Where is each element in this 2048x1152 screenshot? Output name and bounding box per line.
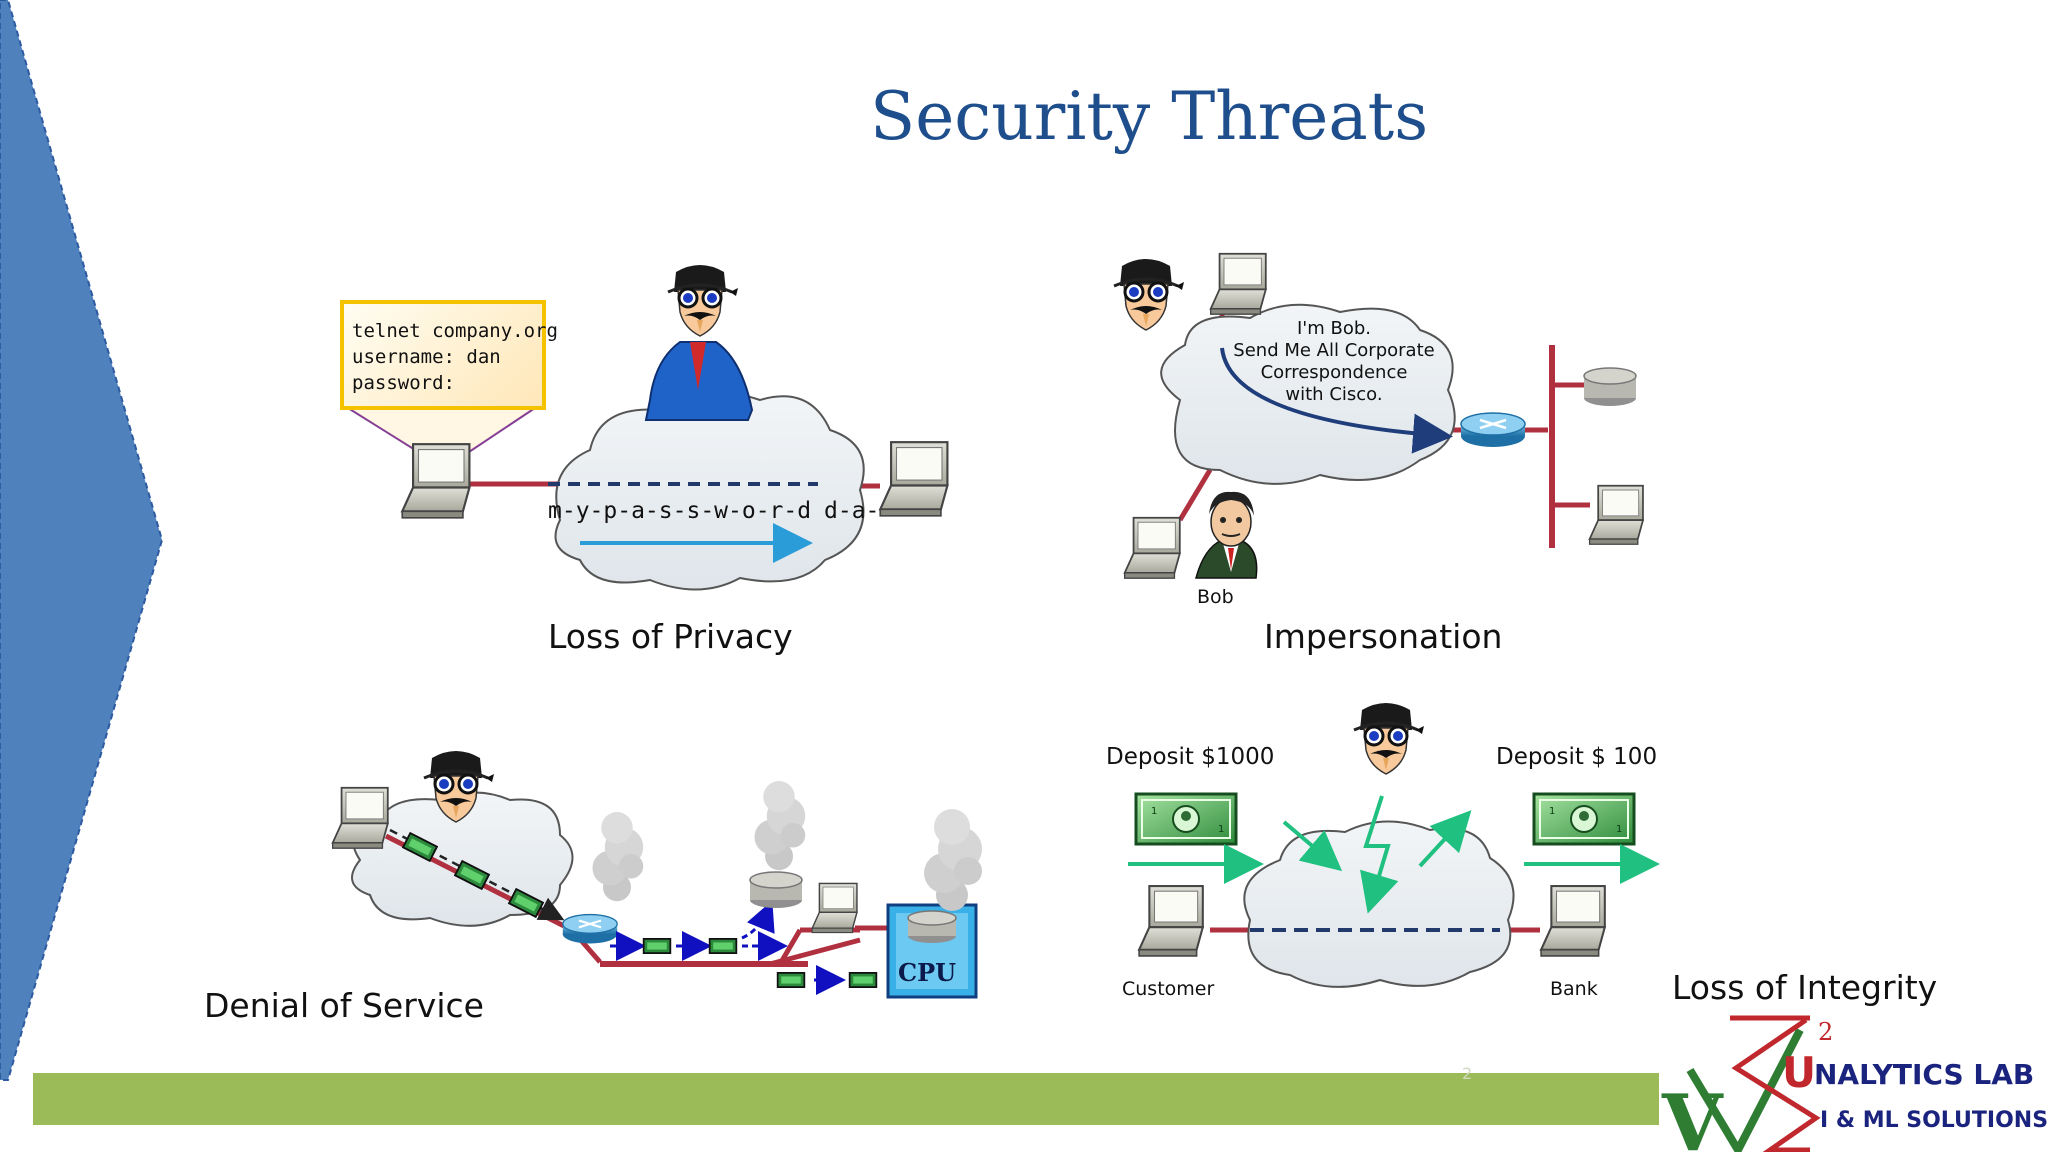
chevron-decoration [0,0,164,1081]
deposit-right-amount: Deposit $ 100 [1496,744,1658,770]
cpu-label: CPU [898,958,957,987]
dos-diagram [331,749,982,999]
callout-line-3: password: [352,372,455,394]
integrity-diagram [1128,701,1660,988]
bank-label: Bank [1550,978,1598,1000]
logo-superscript: 2 [1818,1018,1834,1046]
password-stream-text: m-y-p-a-s-s-w-o-r-d [548,498,812,524]
callout-line-1: telnet company.org [352,320,558,342]
bubble-line-2: Send Me All Corporate [1233,340,1435,361]
bob-figure [1195,491,1258,579]
caption-loss-of-privacy: Loss of Privacy [548,617,793,656]
customer-label: Customer [1122,978,1215,1000]
slide-title: Security Threats [870,78,1429,155]
page-number: 2 [1462,1064,1473,1083]
caption-denial-of-service: Denial of Service [204,986,484,1025]
impersonation-diagram [1112,252,1645,580]
privacy-diagram [347,263,949,591]
company-logo: V [1661,1015,1821,1152]
logo-line-2: I & ML SOLUTIONS [1820,1108,2048,1133]
bubble-line-3: Correspondence [1260,362,1408,383]
telnet-callout: telnet company.org username: dan passwor… [340,300,558,410]
bob-label: Bob [1197,586,1234,608]
bubble-line-1: I'm Bob. [1296,318,1372,339]
caption-impersonation: Impersonation [1264,617,1503,656]
logo-line-1: NALYTICS LAB [1814,1058,2035,1091]
callout-line-2: username: dan [352,346,501,368]
bubble-line-4: with Cisco. [1285,384,1383,405]
logo-letter-u: U [1782,1048,1817,1097]
caption-loss-of-integrity: Loss of Integrity [1672,968,1938,1007]
password-stream-tail: d-a-n [824,498,878,524]
svg-text:V: V [1661,1078,1724,1152]
footer-bar [33,1073,1659,1125]
deposit-left-amount: Deposit $1000 [1106,744,1275,770]
impersonation-bubble-text: I'm Bob. Send Me All Corporate Correspon… [1214,318,1454,406]
